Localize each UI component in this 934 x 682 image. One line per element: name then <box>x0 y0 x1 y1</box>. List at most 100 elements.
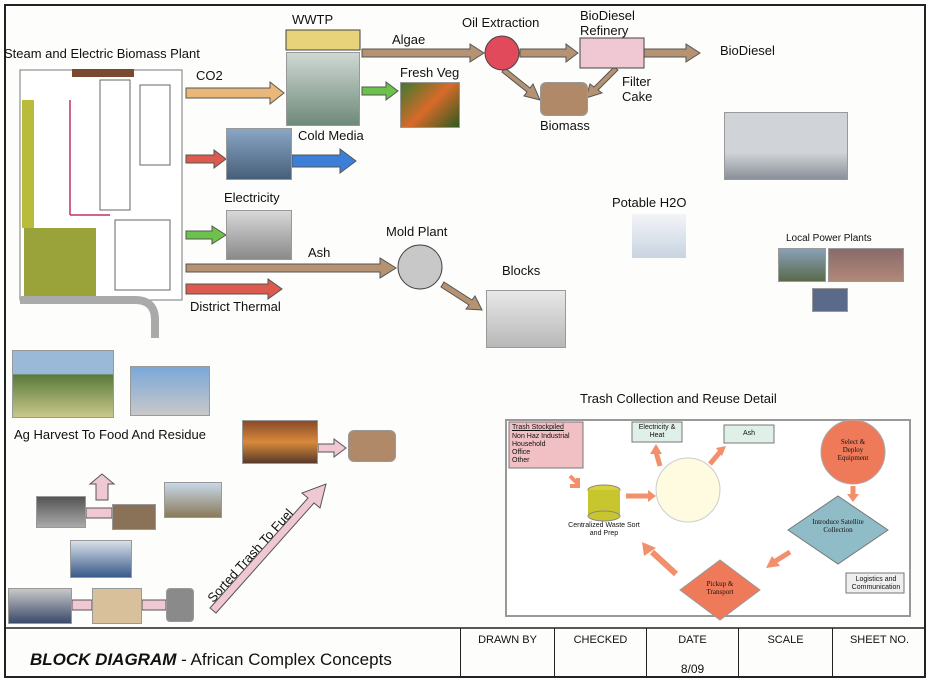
potable-h2o-label: Potable H2O <box>612 195 687 210</box>
trash-items: Non Haz Industrial Household Office Othe… <box>512 433 570 464</box>
cold-media-label: Cold Media <box>298 128 364 143</box>
h-arrow-1 <box>85 507 113 519</box>
local-power-photo-3 <box>812 288 848 312</box>
local-power-photo-2 <box>828 248 904 282</box>
cold-media-in-arrow <box>185 149 227 169</box>
mold-plant-label: Mold Plant <box>386 224 448 239</box>
harvest-photo <box>12 350 114 418</box>
date-cell: DATE 8/09 <box>646 628 738 678</box>
detail-title: Trash Collection and Reuse Detail <box>580 391 777 406</box>
logistics-box <box>845 572 905 594</box>
plant-green-field <box>24 228 96 300</box>
biodiesel-facility-photo <box>724 112 848 180</box>
biodiesel-label: BioDiesel <box>720 43 775 58</box>
scrap-photo <box>36 496 86 528</box>
plant-equipment2 <box>139 84 171 166</box>
select-deploy-label: Select & Deploy Equipment <box>837 438 869 462</box>
oil-extraction-label: Oil Extraction <box>462 15 540 30</box>
processing-circle <box>655 457 721 523</box>
truck-photo <box>70 540 132 578</box>
h-arrow-3 <box>141 599 167 611</box>
electricity-arrow <box>185 225 227 245</box>
mold-plant-node <box>397 244 443 290</box>
oil-biomass-arrow <box>501 67 541 101</box>
landfill-photo <box>164 482 222 518</box>
blocks-label: Blocks <box>502 263 541 278</box>
h-arrow-2 <box>71 599 93 611</box>
bins-photo <box>8 588 72 624</box>
electricity-label: Electricity <box>224 190 280 205</box>
filtercake-biomass-arrow <box>585 66 619 99</box>
wwtp-greenhouse-photo <box>286 52 360 126</box>
fresh-veg-arrow <box>361 81 399 101</box>
ash-box <box>723 424 775 444</box>
wwtp-box <box>285 29 361 51</box>
drawn-by-label: DRAWN BY <box>478 634 537 646</box>
date-value: 8/09 <box>680 662 705 676</box>
plant-equipment3 <box>114 219 171 291</box>
logistics-label: Logistics and Communication <box>851 576 901 591</box>
sorted-trash-arrow <box>209 483 327 614</box>
select-deploy-node <box>820 419 886 485</box>
potable-water-photo <box>632 214 686 258</box>
trash-can-photo <box>166 588 194 622</box>
centralized-label: Centralized Waste Sort and Prep <box>568 522 640 537</box>
biomass-label: Biomass <box>540 118 590 133</box>
wwtp-label: WWTP <box>292 12 334 27</box>
plant-equipment <box>99 79 131 211</box>
sheet-no-cell: SHEET NO. <box>832 628 926 678</box>
algae-label: Algae <box>392 32 426 47</box>
pickup-transport-node <box>679 559 761 621</box>
biodiesel-refinery-node <box>579 37 645 69</box>
local-power-label: Local Power Plants <box>786 233 872 244</box>
harvest-label: Ag Harvest To Food And Residue <box>14 427 206 442</box>
pellets-photo <box>348 430 396 462</box>
plant-title: Steam and Electric Biomass Plant <box>4 46 200 61</box>
district-thermal-label: District Thermal <box>190 299 281 314</box>
pickup-transport-label: Pickup & Transport <box>706 580 734 596</box>
introduce-satellite-label: Introduce Satellite Collection <box>812 518 864 534</box>
boiler-photo <box>242 420 318 464</box>
trash-stockpiled-box <box>508 421 584 469</box>
scale-cell: SCALE <box>738 628 832 678</box>
scale-label: SCALE <box>767 634 804 646</box>
block-diagram-subtitle: - African Complex Concepts <box>176 650 392 669</box>
mold-blocks-arrow <box>440 281 483 311</box>
oil-extraction-node <box>484 35 520 71</box>
shed-photo <box>92 588 142 624</box>
fresh-veg-photo <box>400 82 460 128</box>
ash-label: Ash <box>308 245 331 260</box>
grain-facility-photo <box>130 366 210 416</box>
algae-arrow <box>361 43 485 63</box>
date-label: DATE <box>678 634 707 646</box>
checked-label: CHECKED <box>573 634 628 646</box>
block-diagram-bold: BLOCK DIAGRAM <box>30 650 177 669</box>
plant-road <box>20 296 159 338</box>
block-diagram-title: BLOCK DIAGRAM - African Complex Concepts <box>30 650 392 670</box>
checked-cell: CHECKED <box>554 628 646 678</box>
co2-arrow <box>185 80 285 106</box>
biomass-photo <box>540 82 588 116</box>
district-thermal-arrow <box>185 278 283 300</box>
local-power-photo-1 <box>778 248 826 282</box>
oil-refinery-arrow <box>519 43 579 63</box>
introduce-satellite-node <box>787 495 889 565</box>
plant-green-strip <box>22 100 34 228</box>
up-arrow <box>88 473 116 501</box>
blocks-photo <box>486 290 566 348</box>
filter-cake-label: Filter Cake <box>622 74 653 104</box>
fuel-arrow-small <box>317 438 347 458</box>
electricity-heat-label: Electricity & Heat <box>638 424 676 439</box>
cold-media-out-arrow <box>291 148 357 174</box>
ash-arrow <box>185 257 397 279</box>
sheet-no-label: SHEET NO. <box>849 634 910 646</box>
biodiesel-arrow <box>643 43 701 63</box>
biodiesel-refinery-label: BioDiesel Refinery <box>580 8 635 38</box>
wood-photo <box>112 504 156 530</box>
co2-label: CO2 <box>196 68 223 83</box>
electricity-heat-box <box>631 421 683 443</box>
cold-media-photo <box>226 128 292 180</box>
drawn-by-cell: DRAWN BY <box>460 628 554 678</box>
plant-roof-bar <box>72 69 134 77</box>
